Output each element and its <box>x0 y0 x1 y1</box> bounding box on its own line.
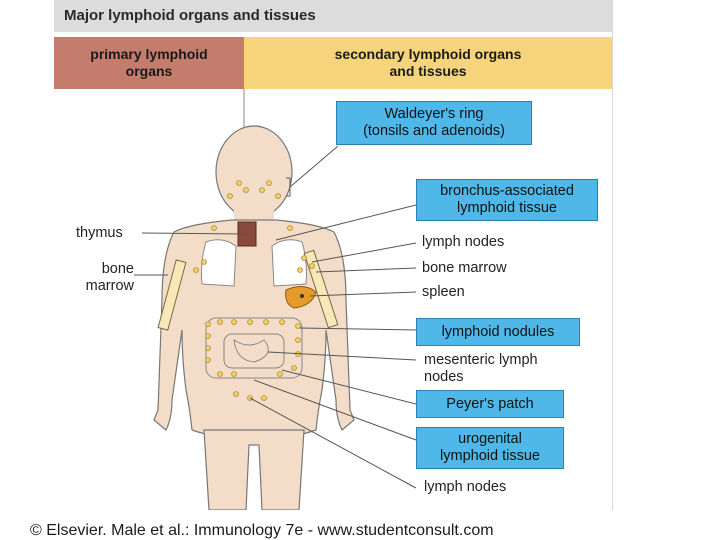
waldeyer-line-1: Waldeyer's ring <box>337 106 531 123</box>
box-lymphoid-nodules: lymphoid nodules <box>416 318 580 346</box>
label-lymph-nodes-upper: lymph nodes <box>422 234 504 251</box>
box-peyers-patch: Peyer's patch <box>416 390 564 418</box>
balt-line-1: bronchus-associated <box>417 183 597 200</box>
label-spleen: spleen <box>422 284 465 301</box>
urogenital-line-2: lymphoid tissue <box>417 448 563 465</box>
urogenital-line-1: urogenital <box>417 431 563 448</box>
mesenteric-line-1: mesenteric lymph <box>424 352 538 369</box>
legs <box>204 430 304 510</box>
label-bone-marrow-line-2: marrow <box>72 278 134 295</box>
figure-panel: Major lymphoid organs and tissues primar… <box>54 0 613 510</box>
mesenteric-line-2: nodes <box>424 369 538 386</box>
lymphoid-nodules-text: lymphoid nodules <box>417 324 579 341</box>
waldeyer-line-2: (tonsils and adenoids) <box>337 123 531 140</box>
label-bone-marrow-line-1: bone <box>72 261 134 278</box>
left-lung <box>202 240 237 286</box>
label-bone-marrow-secondary: bone marrow <box>422 260 507 277</box>
label-bone-marrow-primary: bone marrow <box>72 261 134 295</box>
head <box>216 126 292 218</box>
label-lymph-nodes-lower: lymph nodes <box>424 479 506 496</box>
box-balt: bronchus-associated lymphoid tissue <box>416 179 598 221</box>
torso <box>154 220 354 440</box>
copyright-footer: © Elsevier. Male et al.: Immunology 7e -… <box>30 522 494 540</box>
label-mesenteric-lymph-nodes: mesenteric lymph nodes <box>424 352 538 386</box>
right-lung <box>272 240 307 286</box>
box-urogenital: urogenital lymphoid tissue <box>416 427 564 469</box>
balt-line-2: lymphoid tissue <box>417 200 597 217</box>
label-thymus: thymus <box>76 225 123 242</box>
box-waldeyers-ring: Waldeyer's ring (tonsils and adenoids) <box>336 101 532 145</box>
peyers-patch-text: Peyer's patch <box>417 396 563 413</box>
